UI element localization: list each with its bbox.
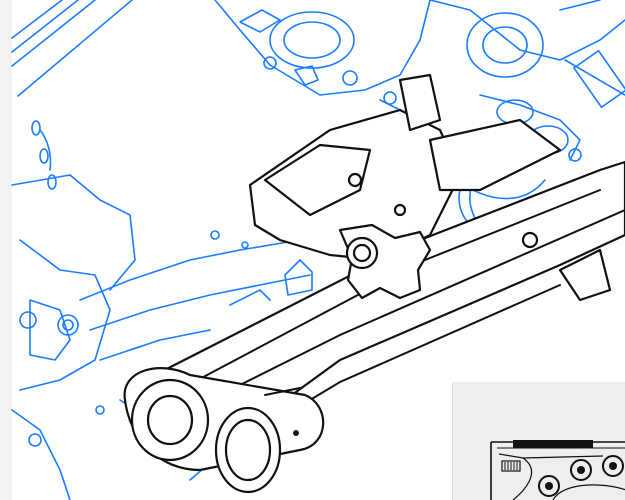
black-bracket [248,73,562,262]
left-edge-strip [0,0,12,500]
detail-inset-panel [452,382,625,500]
black-star-knob [338,223,432,300]
detail-view-icon [490,440,625,500]
black-pivot-roller [123,367,325,494]
blue-frame-rails [11,0,133,97]
